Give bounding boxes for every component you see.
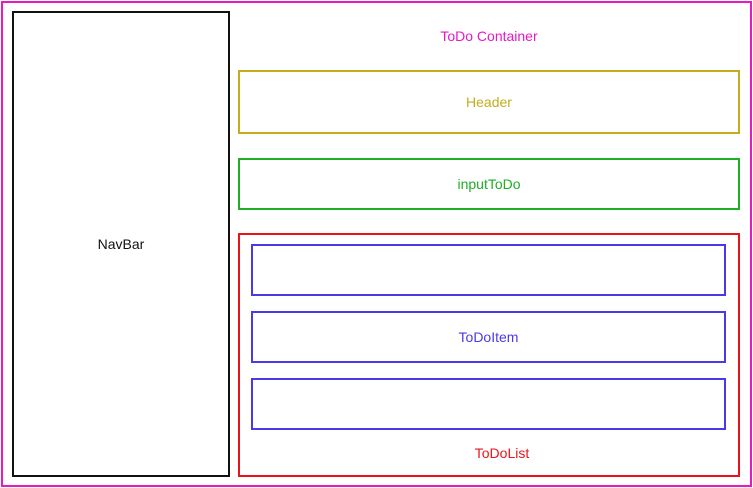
header-label: Header: [466, 94, 512, 110]
todo-list-box: [238, 233, 740, 477]
todo-item-box: ToDoItem: [251, 311, 726, 363]
navbar-box: NavBar: [12, 11, 230, 477]
todo-list-label: ToDoList: [474, 445, 530, 461]
navbar-label: NavBar: [97, 236, 145, 252]
todo-container-label: ToDo Container: [440, 28, 538, 44]
input-todo-box: inputToDo: [238, 158, 740, 210]
header-box: Header: [238, 70, 740, 134]
todo-item-box: [251, 244, 726, 296]
todo-item-label: ToDoItem: [458, 329, 519, 345]
input-todo-label: inputToDo: [457, 176, 521, 192]
todo-item-box: [251, 378, 726, 430]
